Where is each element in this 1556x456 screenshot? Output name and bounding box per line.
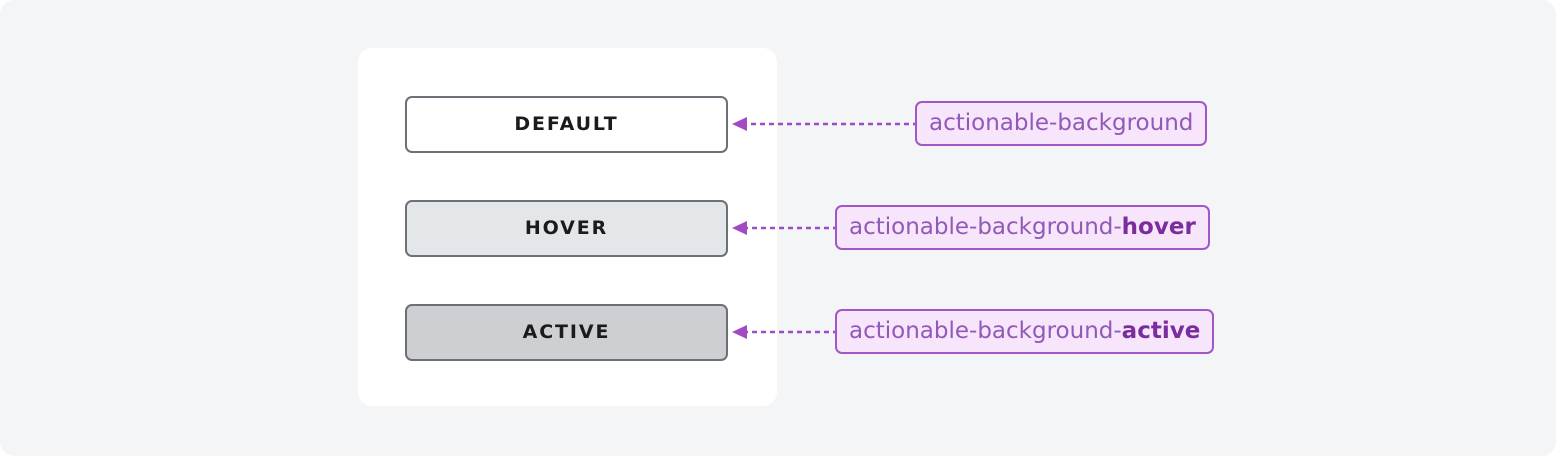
connector-arrow-default [732, 117, 918, 131]
token-chip-actionable-background[interactable]: actionable-background [915, 101, 1208, 146]
state-button-default-label: DEFAULT [514, 113, 619, 135]
token-chip-actionable-background-active[interactable]: actionable-background- active [835, 309, 1215, 354]
state-button-hover[interactable]: HOVER [405, 200, 728, 257]
token-chip-suffix-text: active [1121, 318, 1201, 344]
token-chip-base-text: actionable-background- [849, 318, 1122, 344]
token-chip-actionable-background-hover[interactable]: actionable-background- hover [835, 205, 1210, 250]
state-button-active-label: ACTIVE [522, 321, 611, 343]
state-button-active[interactable]: ACTIVE [405, 304, 728, 361]
token-chip-base-text: actionable-background- [849, 214, 1122, 240]
arrowhead-left-icon [732, 221, 747, 235]
connector-arrow-active [732, 325, 838, 339]
token-chip-base-text: actionable-background [929, 110, 1194, 136]
connector-arrow-hover [732, 221, 838, 235]
arrowhead-left-icon [732, 325, 747, 339]
token-chip-suffix-text: hover [1121, 214, 1196, 240]
state-button-default[interactable]: DEFAULT [405, 96, 728, 153]
state-button-hover-label: HOVER [524, 217, 609, 239]
arrowhead-left-icon [732, 117, 747, 131]
